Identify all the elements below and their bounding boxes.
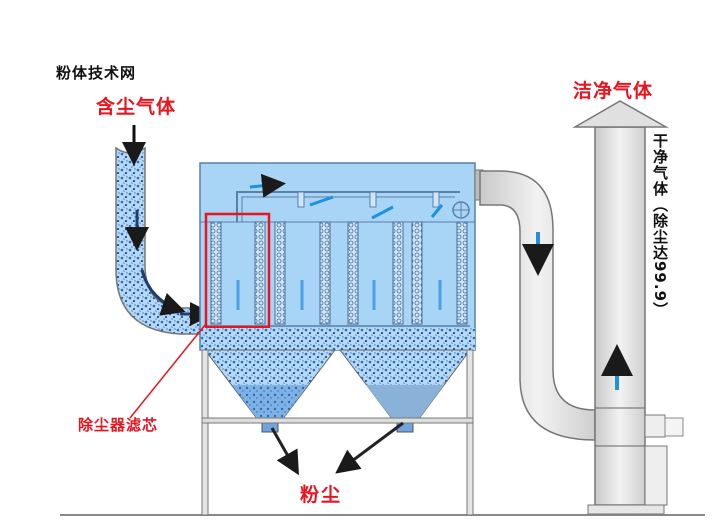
- pulse-arrow: [309, 195, 334, 207]
- collector-housing: [199, 162, 484, 351]
- filter-cartridge: [210, 221, 266, 325]
- dust-label: 粉尘: [300, 484, 343, 506]
- filter-cartridges: [204, 212, 470, 329]
- inlet-pipe: [115, 125, 214, 335]
- filter-cartridge-label: 除尘器滤芯: [78, 416, 159, 434]
- outlet-duct: [479, 170, 596, 441]
- filter-cartridge: [411, 221, 468, 325]
- clean-gas-vertical-label: 干净气体（除尘达99.9）: [651, 133, 669, 319]
- clean-gas-label: 洁净气体: [573, 80, 654, 102]
- pulse-arrow: [249, 173, 286, 198]
- dust-arrow: [335, 421, 404, 474]
- stack-cap: [572, 100, 669, 128]
- dust-arrow: [270, 427, 299, 476]
- filter-cartridge: [347, 221, 404, 325]
- filter-cartridge: [274, 221, 331, 325]
- pulse-arrow: [430, 204, 444, 218]
- site-name: 粉体技术网: [56, 64, 137, 82]
- filter-highlight-box: [204, 212, 271, 329]
- inlet-gas-label: 含尘气体: [96, 96, 177, 118]
- exhaust-stack: [572, 100, 684, 515]
- flow-arrow-curve: [140, 269, 186, 316]
- support-frame: [201, 349, 474, 516]
- dust-hoppers: [201, 328, 475, 433]
- filter-pointer-line: [129, 324, 206, 419]
- pulse-arrow: [371, 205, 394, 220]
